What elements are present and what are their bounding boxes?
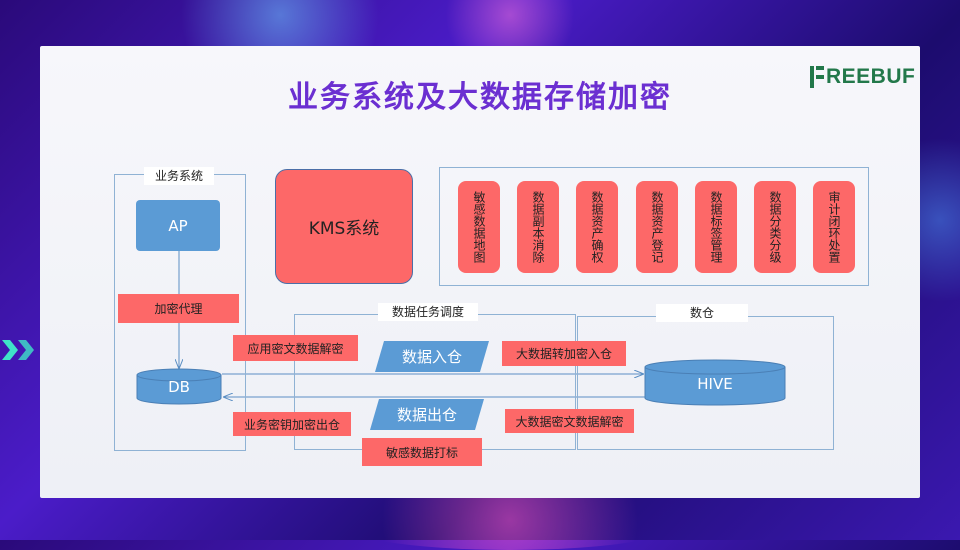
business-system-label: 业务系统 <box>144 167 214 185</box>
logo-mark-icon <box>810 66 824 88</box>
scheduler-label: 数据任务调度 <box>378 303 478 321</box>
data-out-shape <box>370 399 484 430</box>
function-tag: 敏感数据地图 <box>458 181 500 273</box>
function-tag: 数据资产登记 <box>636 181 678 273</box>
hive-cylinder <box>644 359 786 406</box>
data-out-label: 数据出仓 <box>396 406 457 424</box>
freebuf-logo: REEBUF <box>810 64 915 90</box>
function-tag: 数据资产确权 <box>576 181 618 273</box>
function-tag: 审计闭环处置 <box>813 181 855 273</box>
ap-node: AP <box>136 200 220 251</box>
data-in-shape <box>375 341 489 372</box>
slide-title: 业务系统及大数据存储加密 <box>288 80 672 115</box>
db-label: DB <box>168 378 190 396</box>
logo-text: REEBUF <box>826 65 916 88</box>
function-tag: 数据标签管理 <box>695 181 737 273</box>
kms-system-node: KMS系统 <box>275 169 413 284</box>
data-in-label: 数据入仓 <box>401 348 462 366</box>
hive-label: HIVE <box>697 375 733 393</box>
function-tag: 数据副本消除 <box>517 181 559 273</box>
encrypt-proxy-tag: 加密代理 <box>118 294 239 323</box>
function-tag: 数据分类分级 <box>754 181 796 273</box>
sensitive-mark-tag: 敏感数据打标 <box>362 438 482 466</box>
business-key-out-tag: 业务密钥加密出仓 <box>233 412 351 436</box>
bigdata-in-tag: 大数据转加密入仓 <box>502 341 626 366</box>
app-decrypt-tag: 应用密文数据解密 <box>233 335 358 361</box>
chevron-decoration-icon <box>2 340 34 360</box>
bigdata-decrypt-tag: 大数据密文数据解密 <box>505 409 634 433</box>
warehouse-label: 数仓 <box>656 304 748 322</box>
kms-functions-group <box>439 167 869 286</box>
db-cylinder <box>136 368 222 405</box>
